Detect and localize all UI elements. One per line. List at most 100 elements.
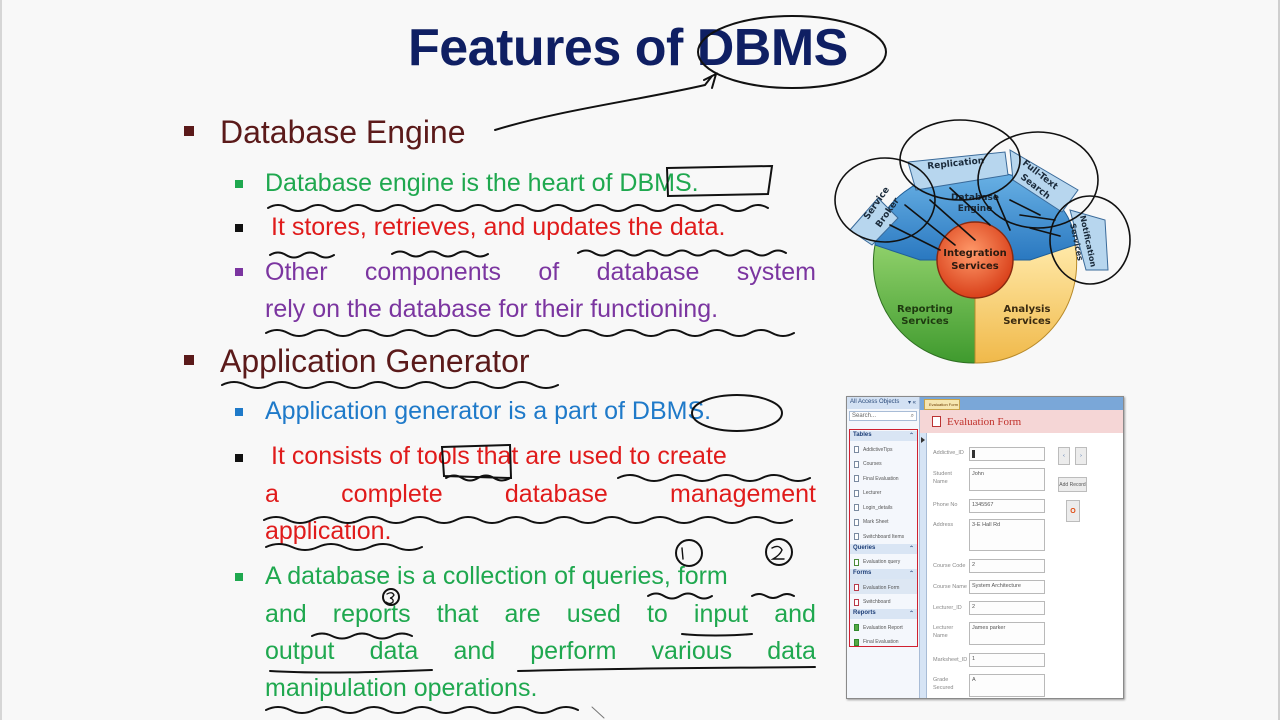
bullet-square bbox=[235, 454, 243, 462]
engine-label-1: Database bbox=[951, 193, 999, 203]
title-highlight: DBMS bbox=[696, 19, 849, 77]
bullet-square bbox=[235, 268, 243, 276]
record-selector[interactable] bbox=[920, 433, 927, 698]
collapse-icon: ⌃ bbox=[908, 571, 914, 577]
item-label: Switchboard Items bbox=[863, 533, 905, 540]
right-edge bbox=[1278, 0, 1280, 720]
nav-item[interactable]: Switchboard bbox=[850, 594, 917, 609]
center-label-1: Integration bbox=[943, 248, 1006, 259]
form-icon bbox=[932, 416, 941, 427]
student-name-field[interactable]: John bbox=[969, 468, 1045, 491]
underline-annotation bbox=[267, 204, 769, 212]
analysis-label-2: Services bbox=[1003, 316, 1051, 327]
word: components bbox=[364, 258, 502, 286]
lecturer-name-field[interactable]: James parker bbox=[969, 622, 1045, 645]
field-label: Address bbox=[933, 522, 954, 528]
heading-database-engine: Database Engine bbox=[184, 114, 466, 151]
collapse-icon: ⌃ bbox=[908, 545, 914, 552]
query-icon bbox=[854, 558, 859, 566]
chevron-down-icon[interactable]: ▾ « bbox=[907, 400, 916, 406]
underline-annotation bbox=[269, 251, 335, 259]
next-record-button[interactable]: › bbox=[1075, 447, 1087, 465]
center-label-2: Services bbox=[951, 261, 999, 272]
nav-group-tables[interactable]: Tables⌃ bbox=[850, 431, 917, 441]
word: of bbox=[538, 258, 560, 286]
nav-item[interactable]: Courses bbox=[850, 456, 917, 471]
underline-annotation bbox=[265, 706, 579, 714]
course-name-field[interactable]: System Architecture bbox=[969, 580, 1045, 594]
nav-item[interactable]: Switchboard Items bbox=[850, 528, 917, 543]
nav-item[interactable]: Mark Sheet bbox=[850, 514, 917, 529]
point-tools-line2: a complete database management bbox=[265, 480, 816, 509]
text-cursor bbox=[972, 450, 975, 458]
item-label: Evaluation query bbox=[863, 559, 901, 566]
addictive-id-field[interactable] bbox=[969, 447, 1045, 461]
point-components-line1: Other components of database system bbox=[265, 258, 816, 287]
point-collection-line1: A database is a collection of queries, f… bbox=[265, 562, 728, 590]
nav-item[interactable]: Lecturer bbox=[850, 485, 917, 500]
collapse-icon: ⌃ bbox=[908, 611, 914, 617]
nav-item[interactable]: Final Evaluation bbox=[850, 470, 917, 485]
nav-item[interactable]: Login_details bbox=[850, 499, 917, 514]
point-app-gen-part: Application generator is a part of DBMS. bbox=[265, 397, 711, 426]
search-icon: ⌕ bbox=[910, 413, 914, 419]
number-glyphs bbox=[681, 545, 785, 560]
nav-item[interactable]: Evaluation Report bbox=[850, 619, 917, 634]
word: and bbox=[774, 600, 816, 628]
nav-search-input[interactable]: Search...⌕ bbox=[849, 411, 917, 421]
word: perform bbox=[530, 637, 617, 665]
nav-item-selected[interactable]: Evaluation Form bbox=[850, 579, 917, 594]
word: management bbox=[670, 480, 816, 508]
prev-record-button[interactable]: ‹ bbox=[1058, 447, 1070, 465]
bullet-square bbox=[235, 573, 243, 581]
tab-evaluation-form[interactable]: Evaluation Form bbox=[924, 399, 960, 410]
nav-group-reports[interactable]: Reports⌃ bbox=[850, 609, 917, 619]
point-components-line2: rely on the database for their functioni… bbox=[265, 295, 719, 323]
nav-item[interactable]: Final Evaluation bbox=[850, 634, 917, 649]
field-label: Course Code bbox=[933, 563, 966, 569]
arrow-annotation bbox=[494, 75, 713, 131]
nav-highlight-box: Tables⌃ AddictiveTips Courses Final Eval… bbox=[849, 429, 918, 647]
word: to bbox=[646, 600, 668, 628]
nav-group-queries[interactable]: Queries ⌃ bbox=[850, 543, 917, 554]
bullet-square bbox=[235, 180, 243, 188]
group-label: Queries bbox=[853, 544, 876, 551]
reporting-label-2: Services bbox=[901, 316, 949, 327]
word: a bbox=[265, 480, 279, 508]
table-icon bbox=[854, 475, 859, 483]
nav-group-forms[interactable]: Forms⌃ bbox=[850, 569, 917, 579]
word: are bbox=[504, 600, 541, 628]
bullet-square bbox=[235, 408, 243, 416]
underline-annotation bbox=[647, 592, 713, 600]
word: various bbox=[651, 637, 733, 665]
point-highlight: DBMS. bbox=[619, 169, 699, 197]
close-form-button[interactable]: O bbox=[1066, 500, 1080, 522]
word: database bbox=[504, 480, 608, 508]
lecturer-id-field[interactable]: 2 bbox=[969, 601, 1045, 615]
nav-header[interactable]: All Access Objects▾ « bbox=[847, 397, 919, 409]
nav-item[interactable]: Evaluation query bbox=[850, 554, 917, 569]
word: input bbox=[693, 600, 749, 628]
slide-title: Features of DBMS bbox=[408, 18, 848, 78]
add-record-button[interactable]: Add Record bbox=[1058, 477, 1087, 492]
point-tools-line3: application. bbox=[265, 517, 392, 545]
word: Other bbox=[265, 258, 328, 286]
field-label: Addictive_ID bbox=[933, 450, 964, 456]
course-code-field[interactable]: 2 bbox=[969, 559, 1045, 573]
form-header: Evaluation Form bbox=[920, 410, 1123, 433]
engine-label-2: Engine bbox=[958, 204, 993, 214]
sql-server-diagram: Integration Services Reporting Services … bbox=[849, 149, 1109, 364]
field-label: Lecturer_ID bbox=[933, 605, 962, 611]
report-icon bbox=[854, 638, 859, 646]
address-field[interactable]: 3-E Hall Rd bbox=[969, 519, 1045, 551]
phone-field[interactable]: 1345567 bbox=[969, 499, 1045, 513]
marksheet-id-field[interactable]: 1 bbox=[969, 653, 1045, 667]
word: data bbox=[369, 637, 419, 665]
nav-item[interactable]: AddictiveTips bbox=[850, 441, 917, 456]
word: output bbox=[265, 637, 335, 665]
grade-field[interactable]: A bbox=[969, 674, 1045, 697]
word: used bbox=[566, 600, 621, 628]
underline-annotation bbox=[221, 381, 559, 389]
word: and bbox=[265, 600, 307, 628]
